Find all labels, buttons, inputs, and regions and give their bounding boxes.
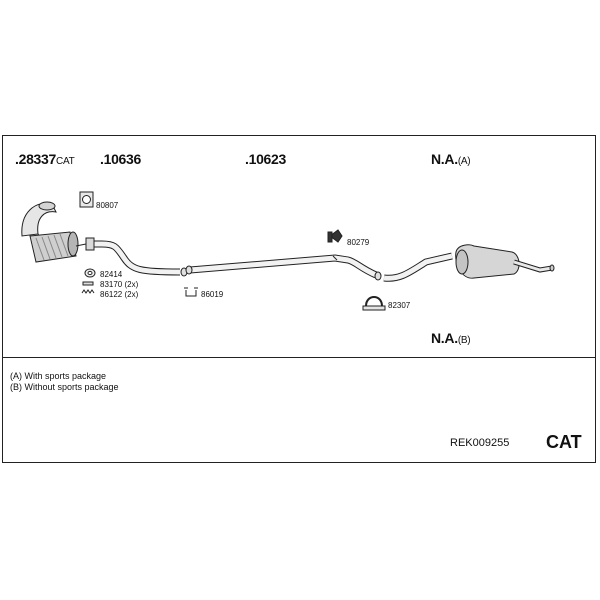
header-na-a: N.A.(A) bbox=[431, 151, 471, 167]
catalytic-converter bbox=[29, 231, 87, 263]
gasket-80807 bbox=[79, 191, 94, 208]
header-28337: .28337CAT bbox=[15, 151, 75, 167]
front-pipe bbox=[21, 201, 57, 243]
rear-silencer bbox=[455, 244, 555, 279]
legend-item-b: (B) Without sports package bbox=[10, 382, 119, 392]
spring-86122 bbox=[81, 289, 95, 294]
legend-divider bbox=[2, 357, 596, 358]
part-label-82414: 82414 bbox=[100, 270, 123, 279]
part-label-86019: 86019 bbox=[201, 290, 224, 299]
hanger-80279 bbox=[327, 229, 343, 243]
clamp-86019 bbox=[184, 287, 198, 297]
part-label-80807: 80807 bbox=[96, 201, 119, 210]
part-label-82307: 82307 bbox=[388, 301, 411, 310]
part-label-80279: 80279 bbox=[347, 238, 370, 247]
category-label: CAT bbox=[546, 432, 582, 452]
header-10636: .10636 bbox=[100, 151, 142, 167]
bolt-83170 bbox=[82, 281, 94, 286]
part-label-83170: 83170 (2x) bbox=[100, 280, 139, 289]
legend-item-a: (A) With sports package bbox=[10, 371, 107, 381]
header-10623: .10623 bbox=[245, 151, 287, 167]
clamp-82307 bbox=[362, 296, 386, 311]
rear-pipe bbox=[185, 254, 382, 281]
header-na-b: N.A.(B) bbox=[431, 330, 471, 346]
rear-silencer-pipe bbox=[383, 252, 453, 282]
part-label-86122: 86122 (2x) bbox=[100, 290, 139, 299]
reference-code: REK009255 bbox=[450, 437, 510, 449]
diagram-frame bbox=[2, 135, 596, 463]
gasket-82414 bbox=[84, 268, 96, 278]
middle-pipe bbox=[85, 237, 188, 277]
